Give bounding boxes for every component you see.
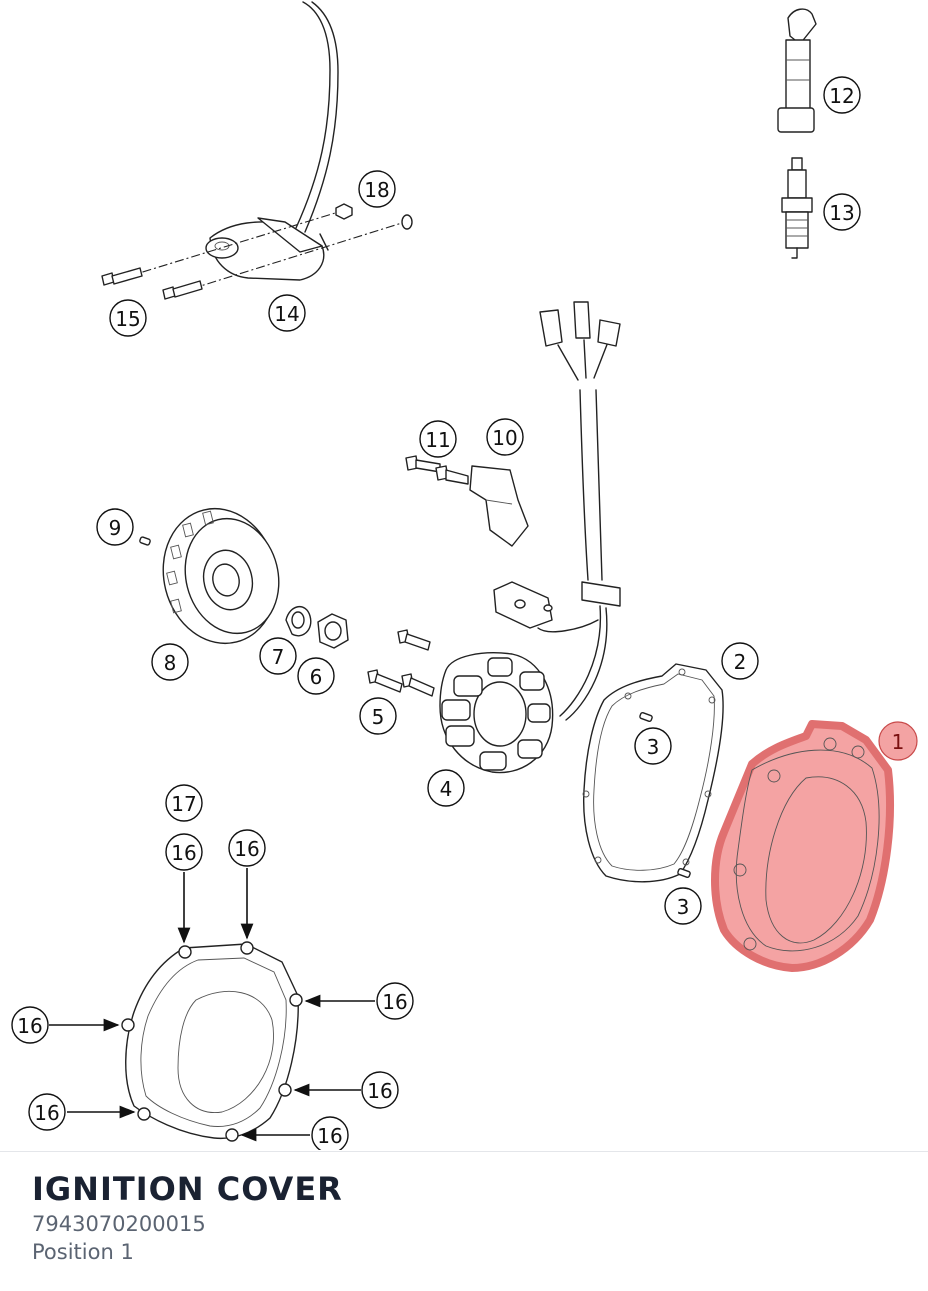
wiring-harness[interactable]	[539, 301, 621, 721]
part-number: 7943070200015	[32, 1212, 206, 1236]
spark-plug-connector[interactable]	[777, 8, 817, 133]
svg-text:14: 14	[274, 302, 299, 326]
svg-text:8: 8	[164, 651, 177, 675]
callout-16-f[interactable]: 16	[28, 1093, 66, 1131]
nut-18[interactable]	[335, 203, 353, 220]
svg-text:15: 15	[115, 307, 140, 331]
dowel-pin-b[interactable]	[677, 867, 691, 879]
callout-5[interactable]: 5	[359, 697, 397, 735]
pickup-sensor[interactable]	[493, 581, 599, 633]
callout-4[interactable]: 4	[427, 769, 465, 807]
svg-text:16: 16	[382, 990, 407, 1014]
callout-16-b[interactable]: 16	[228, 829, 266, 867]
callout-12[interactable]: 12	[823, 76, 861, 114]
screw-5b[interactable]	[367, 669, 403, 693]
gasket[interactable]	[582, 663, 724, 883]
screw-5a[interactable]	[397, 629, 431, 651]
callout-8[interactable]: 8	[151, 643, 189, 681]
svg-text:4: 4	[440, 777, 453, 801]
svg-text:7: 7	[272, 645, 285, 669]
woodruff-key[interactable]	[139, 536, 151, 546]
svg-text:2: 2	[734, 650, 747, 674]
washer-7[interactable]	[285, 606, 312, 637]
ignition-cover-highlighted[interactable]	[711, 720, 894, 972]
cable-holder[interactable]	[469, 465, 529, 547]
callout-7[interactable]: 7	[259, 637, 297, 675]
stator[interactable]	[439, 652, 554, 774]
svg-text:18: 18	[364, 178, 389, 202]
callout-15[interactable]: 15	[109, 299, 147, 337]
callout-3b[interactable]: 3	[664, 887, 702, 925]
svg-text:16: 16	[17, 1014, 42, 1038]
screw-11b[interactable]	[435, 465, 469, 485]
callout-3a[interactable]: 3	[634, 727, 672, 765]
flywheel-rotor[interactable]	[149, 496, 291, 655]
callout-13[interactable]: 13	[823, 193, 861, 231]
callout-11[interactable]: 11	[419, 420, 457, 458]
part-position: Position 1	[32, 1240, 134, 1264]
screw-14b[interactable]	[162, 280, 203, 300]
svg-text:11: 11	[425, 428, 450, 452]
callout-16-d[interactable]: 16	[11, 1006, 49, 1044]
exploded-parts-diagram: 1 2 3 3 4 5 6 7 8 9 10 11	[11, 1, 918, 1150]
svg-text:5: 5	[372, 705, 385, 729]
svg-text:10: 10	[492, 426, 517, 450]
spark-plug[interactable]	[781, 157, 813, 259]
svg-text:16: 16	[34, 1101, 59, 1125]
svg-text:3: 3	[647, 735, 660, 759]
part-info-panel: IGNITION COVER 7943070200015 Position 1	[0, 1151, 928, 1291]
svg-text:16: 16	[367, 1079, 392, 1103]
callout-16-c[interactable]: 16	[376, 982, 414, 1020]
callout-10[interactable]: 10	[486, 418, 524, 456]
svg-text:17: 17	[171, 792, 196, 816]
leader-arrows	[49, 868, 375, 1142]
part-title: IGNITION COVER	[32, 1170, 343, 1208]
callout-17[interactable]: 17	[165, 784, 203, 822]
callout-16-a[interactable]: 16	[165, 833, 203, 871]
svg-text:3: 3	[677, 895, 690, 919]
washer-18[interactable]	[401, 214, 413, 230]
screw-15[interactable]	[101, 267, 143, 286]
callout-16-g[interactable]: 16	[311, 1116, 349, 1150]
svg-text:16: 16	[317, 1124, 342, 1148]
callout-6[interactable]: 6	[297, 657, 335, 695]
callout-18[interactable]: 18	[358, 170, 396, 208]
callout-14[interactable]: 14	[268, 294, 306, 332]
svg-text:16: 16	[171, 841, 196, 865]
screw-11a[interactable]	[405, 455, 441, 473]
nut-6[interactable]	[317, 613, 349, 649]
screw-5c[interactable]	[401, 673, 435, 697]
svg-text:12: 12	[829, 84, 854, 108]
callout-9[interactable]: 9	[96, 508, 134, 546]
dowel-pin-a[interactable]	[639, 711, 653, 723]
svg-text:1: 1	[892, 730, 905, 754]
callout-2[interactable]: 2	[721, 642, 759, 680]
svg-text:6: 6	[310, 665, 323, 689]
svg-text:16: 16	[234, 837, 259, 861]
callout-16-e[interactable]: 16	[361, 1071, 399, 1109]
svg-text:13: 13	[829, 201, 854, 225]
ignition-cover-front-view[interactable]	[121, 941, 303, 1142]
svg-text:9: 9	[109, 516, 122, 540]
callout-1[interactable]: 1	[878, 721, 918, 761]
ignition-coil[interactable]	[205, 1, 339, 281]
